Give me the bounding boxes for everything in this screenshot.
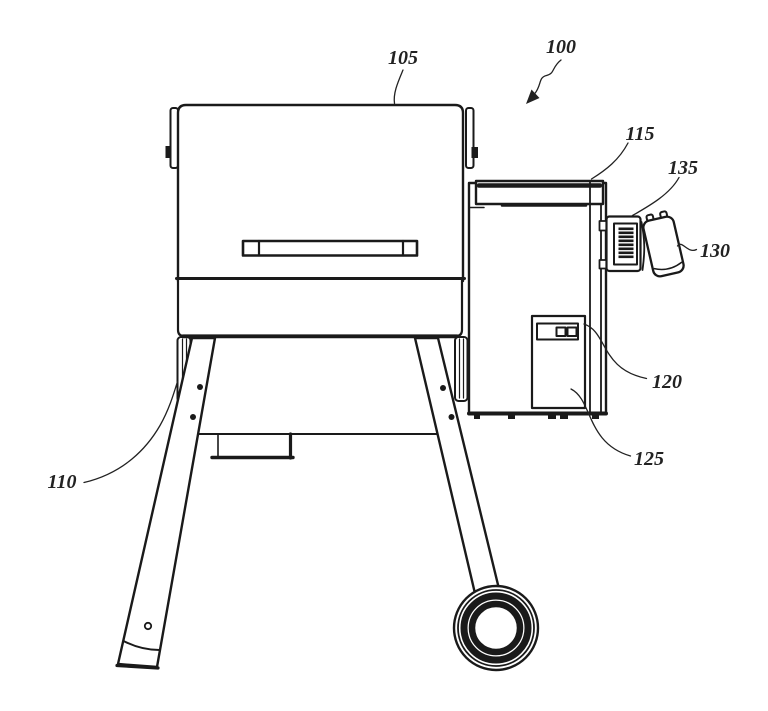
hopper-lid (474, 179, 605, 207)
lid-right-rim (465, 107, 478, 169)
wheel-hub-ring (468, 600, 524, 656)
rivet (190, 414, 196, 420)
lid-handle (241, 239, 419, 257)
front-left-leg (115, 336, 217, 670)
leader-120 (583, 323, 648, 380)
lid-left-rim (165, 107, 179, 169)
ref-label-105: 105 (388, 47, 418, 69)
ref-label-110: 110 (48, 471, 77, 493)
hopper-corner-edges (589, 204, 602, 413)
hopper-foot (592, 415, 599, 419)
left-foot-pad (115, 663, 160, 670)
battery-pack (642, 210, 685, 278)
leader-lines (83, 59, 698, 484)
rivet (440, 385, 446, 391)
leader-110 (83, 380, 179, 484)
lid-left-hinge-tab (165, 146, 172, 158)
arrowhead-100 (526, 89, 540, 104)
controller-bracket (598, 215, 646, 273)
leader-135 (631, 176, 680, 217)
leader-115 (590, 142, 629, 180)
leg-hole (143, 621, 153, 631)
panel-button (566, 326, 578, 337)
panel-button (555, 326, 567, 337)
ref-label-125: 125 (634, 448, 664, 470)
hopper-foot (508, 415, 515, 419)
ref-label-115: 115 (626, 123, 655, 145)
ref-label-100: 100 (546, 36, 576, 58)
left-foot-seam (122, 640, 161, 651)
grill-body (175, 277, 466, 339)
rivet (197, 384, 203, 390)
leader-130 (676, 243, 698, 252)
leader-arrow-100 (533, 59, 562, 95)
grill-lid (176, 103, 465, 283)
ref-label-120: 120 (652, 371, 682, 393)
rear-right-leg (454, 336, 469, 402)
leader-105 (393, 69, 404, 105)
wheel-tire-ring (460, 592, 532, 664)
cart-crossbar (170, 432, 456, 460)
lid-right-hinge-tab (471, 147, 478, 158)
panel-display (536, 322, 579, 341)
vent-slats (618, 227, 634, 259)
rivet (448, 414, 455, 420)
hopper-foot (560, 415, 568, 419)
ref-label-130: 130 (700, 240, 730, 262)
hopper-foot (474, 415, 480, 419)
wheel (452, 584, 540, 672)
leader-125 (570, 388, 632, 457)
hopper-foot (548, 415, 556, 419)
ref-label-135: 135 (668, 157, 698, 179)
